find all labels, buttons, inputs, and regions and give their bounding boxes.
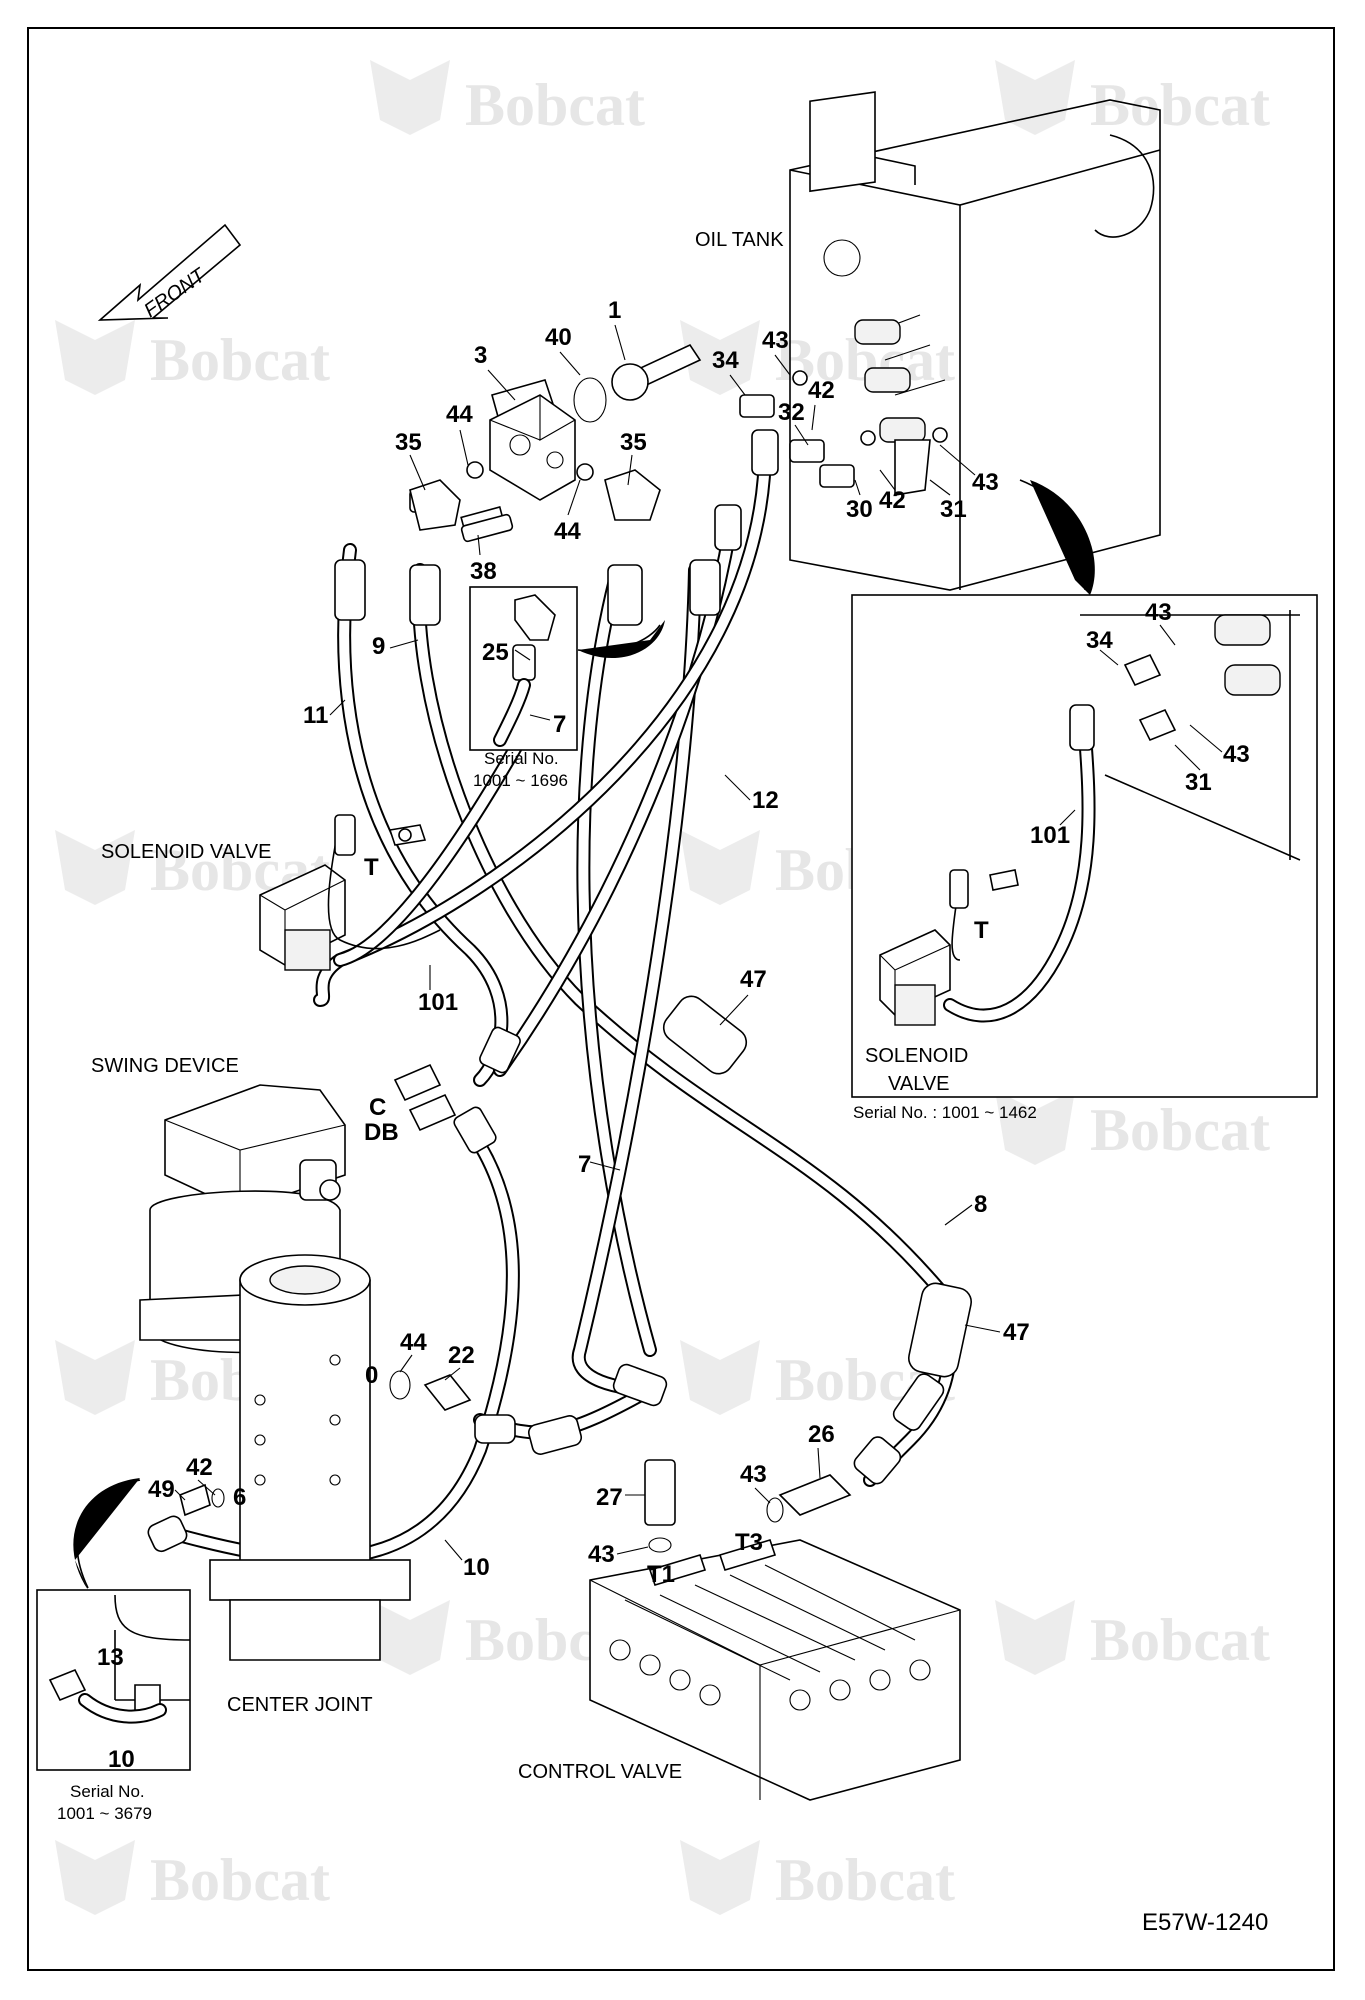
oil-tank-label: OIL TANK bbox=[695, 229, 784, 251]
port-letter: T1 bbox=[647, 1561, 675, 1588]
part-number: 47 bbox=[1003, 1319, 1030, 1346]
inset-solenoid-label-line2: VALVE bbox=[888, 1073, 950, 1095]
port-letters: T T C DB T3 T1 bbox=[364, 854, 989, 1588]
inset-cj-pointer-arrow bbox=[73, 1478, 140, 1590]
part-number: 8 bbox=[974, 1191, 987, 1218]
part-number: 30 bbox=[846, 496, 873, 523]
inset-solenoid-pointer-arrow bbox=[1030, 480, 1095, 595]
part-number: 43 bbox=[740, 1461, 767, 1488]
inset-cj-serial-line1: Serial No. bbox=[70, 1782, 145, 1801]
control-valve bbox=[589, 1539, 961, 1801]
hose-sleeves bbox=[147, 429, 973, 1553]
part-number: 22 bbox=[448, 1342, 475, 1369]
part-number: 7 bbox=[553, 711, 566, 738]
inset-hose7-pointer-arrow bbox=[578, 620, 665, 659]
center-joint-label: CENTER JOINT bbox=[227, 1694, 373, 1716]
part-number: 101 bbox=[1030, 822, 1070, 849]
inset-cj-serial-line2: 1001 ~ 3679 bbox=[57, 1804, 152, 1823]
block-3 bbox=[489, 394, 576, 501]
part-number: 43 bbox=[1223, 741, 1250, 768]
part-number: 44 bbox=[400, 1329, 427, 1356]
part-number: 34 bbox=[1086, 627, 1113, 654]
watermark-text: Bobcat bbox=[775, 1847, 955, 1913]
part-number: 43 bbox=[762, 327, 789, 354]
part-number: 43 bbox=[1145, 599, 1172, 626]
inset-center-joint bbox=[36, 1589, 191, 1771]
part-number: 13 bbox=[97, 1644, 124, 1671]
fittings-lower bbox=[179, 1370, 852, 1553]
part-number: 10 bbox=[463, 1554, 490, 1581]
watermark-text: Bobcat bbox=[1090, 72, 1270, 138]
leader-lines bbox=[174, 324, 1223, 1561]
part-number: 49 bbox=[148, 1476, 175, 1503]
inset-hose7-serial-line2: 1001 ~ 1696 bbox=[473, 771, 568, 790]
part-number: 43 bbox=[588, 1541, 615, 1568]
part-number: 43 bbox=[972, 469, 999, 496]
part-number: 25 bbox=[482, 639, 509, 666]
inset-solenoid bbox=[851, 594, 1318, 1098]
part-number: 9 bbox=[372, 633, 385, 660]
drawing-code: E57W-1240 bbox=[1142, 1909, 1268, 1936]
part-number: 6 bbox=[233, 1484, 246, 1511]
solenoid-valve-label: SOLENOID VALVE bbox=[101, 841, 271, 863]
watermark-text: Bobcat bbox=[1090, 1607, 1270, 1673]
part-number: 47 bbox=[740, 966, 767, 993]
part-number: 7 bbox=[578, 1151, 591, 1178]
part-number: 44 bbox=[554, 518, 581, 545]
inset-hose7-serial-line1: Serial No. bbox=[484, 749, 559, 768]
part-number: 42 bbox=[186, 1454, 213, 1481]
part-number: 27 bbox=[596, 1484, 623, 1511]
part-number: 3 bbox=[474, 342, 487, 369]
center-joint bbox=[209, 1254, 411, 1661]
part-number: 26 bbox=[808, 1421, 835, 1448]
part-number: 34 bbox=[712, 347, 739, 374]
port-letter: C bbox=[369, 1094, 386, 1121]
part-number: 11 bbox=[303, 702, 328, 729]
watermark-logo bbox=[55, 60, 1075, 1915]
part-number: 32 bbox=[778, 399, 805, 426]
port-letter: DB bbox=[364, 1119, 399, 1146]
solenoid-valve bbox=[259, 814, 441, 971]
part-number: 10 bbox=[108, 1746, 135, 1773]
watermark-text: Bobcat bbox=[465, 72, 645, 138]
watermark-text: Bobcat bbox=[1090, 1097, 1270, 1163]
part-number: 0 bbox=[365, 1362, 378, 1389]
part-number: 40 bbox=[545, 324, 572, 351]
part-number: 35 bbox=[620, 429, 647, 456]
part-number: 42 bbox=[879, 487, 906, 514]
part-number: 1 bbox=[608, 297, 621, 324]
port-letter: T bbox=[364, 854, 379, 881]
inset-solenoid-serial: Serial No. : 1001 ~ 1462 bbox=[853, 1103, 1037, 1122]
part-number: 31 bbox=[940, 496, 967, 523]
port-letter: T bbox=[974, 917, 989, 944]
control-valve-label: CONTROL VALVE bbox=[518, 1761, 682, 1783]
tee-fittings bbox=[409, 469, 661, 543]
front-arrow: FRONT bbox=[97, 223, 242, 322]
part-number-callouts: 1 3 40 34 43 42 32 44 35 35 44 38 30 42 … bbox=[97, 297, 1250, 1773]
part-number: 31 bbox=[1185, 769, 1212, 796]
part-number: 35 bbox=[395, 429, 422, 456]
part-number: 101 bbox=[418, 989, 458, 1016]
inset-hose7 bbox=[469, 586, 578, 751]
oil-tank bbox=[789, 91, 1161, 591]
watermark-text: Bobcat bbox=[150, 1847, 330, 1913]
part-number: 42 bbox=[808, 377, 835, 404]
part-number: 38 bbox=[470, 558, 497, 585]
inset-solenoid-label-line1: SOLENOID bbox=[865, 1045, 968, 1067]
part-number: 12 bbox=[752, 787, 779, 814]
drawing-border bbox=[27, 27, 1335, 1971]
swing-device-label: SWING DEVICE bbox=[91, 1055, 239, 1077]
watermark-text: Bobcat bbox=[150, 327, 330, 393]
port-letter: T3 bbox=[735, 1529, 763, 1556]
part-number: 44 bbox=[446, 401, 473, 428]
